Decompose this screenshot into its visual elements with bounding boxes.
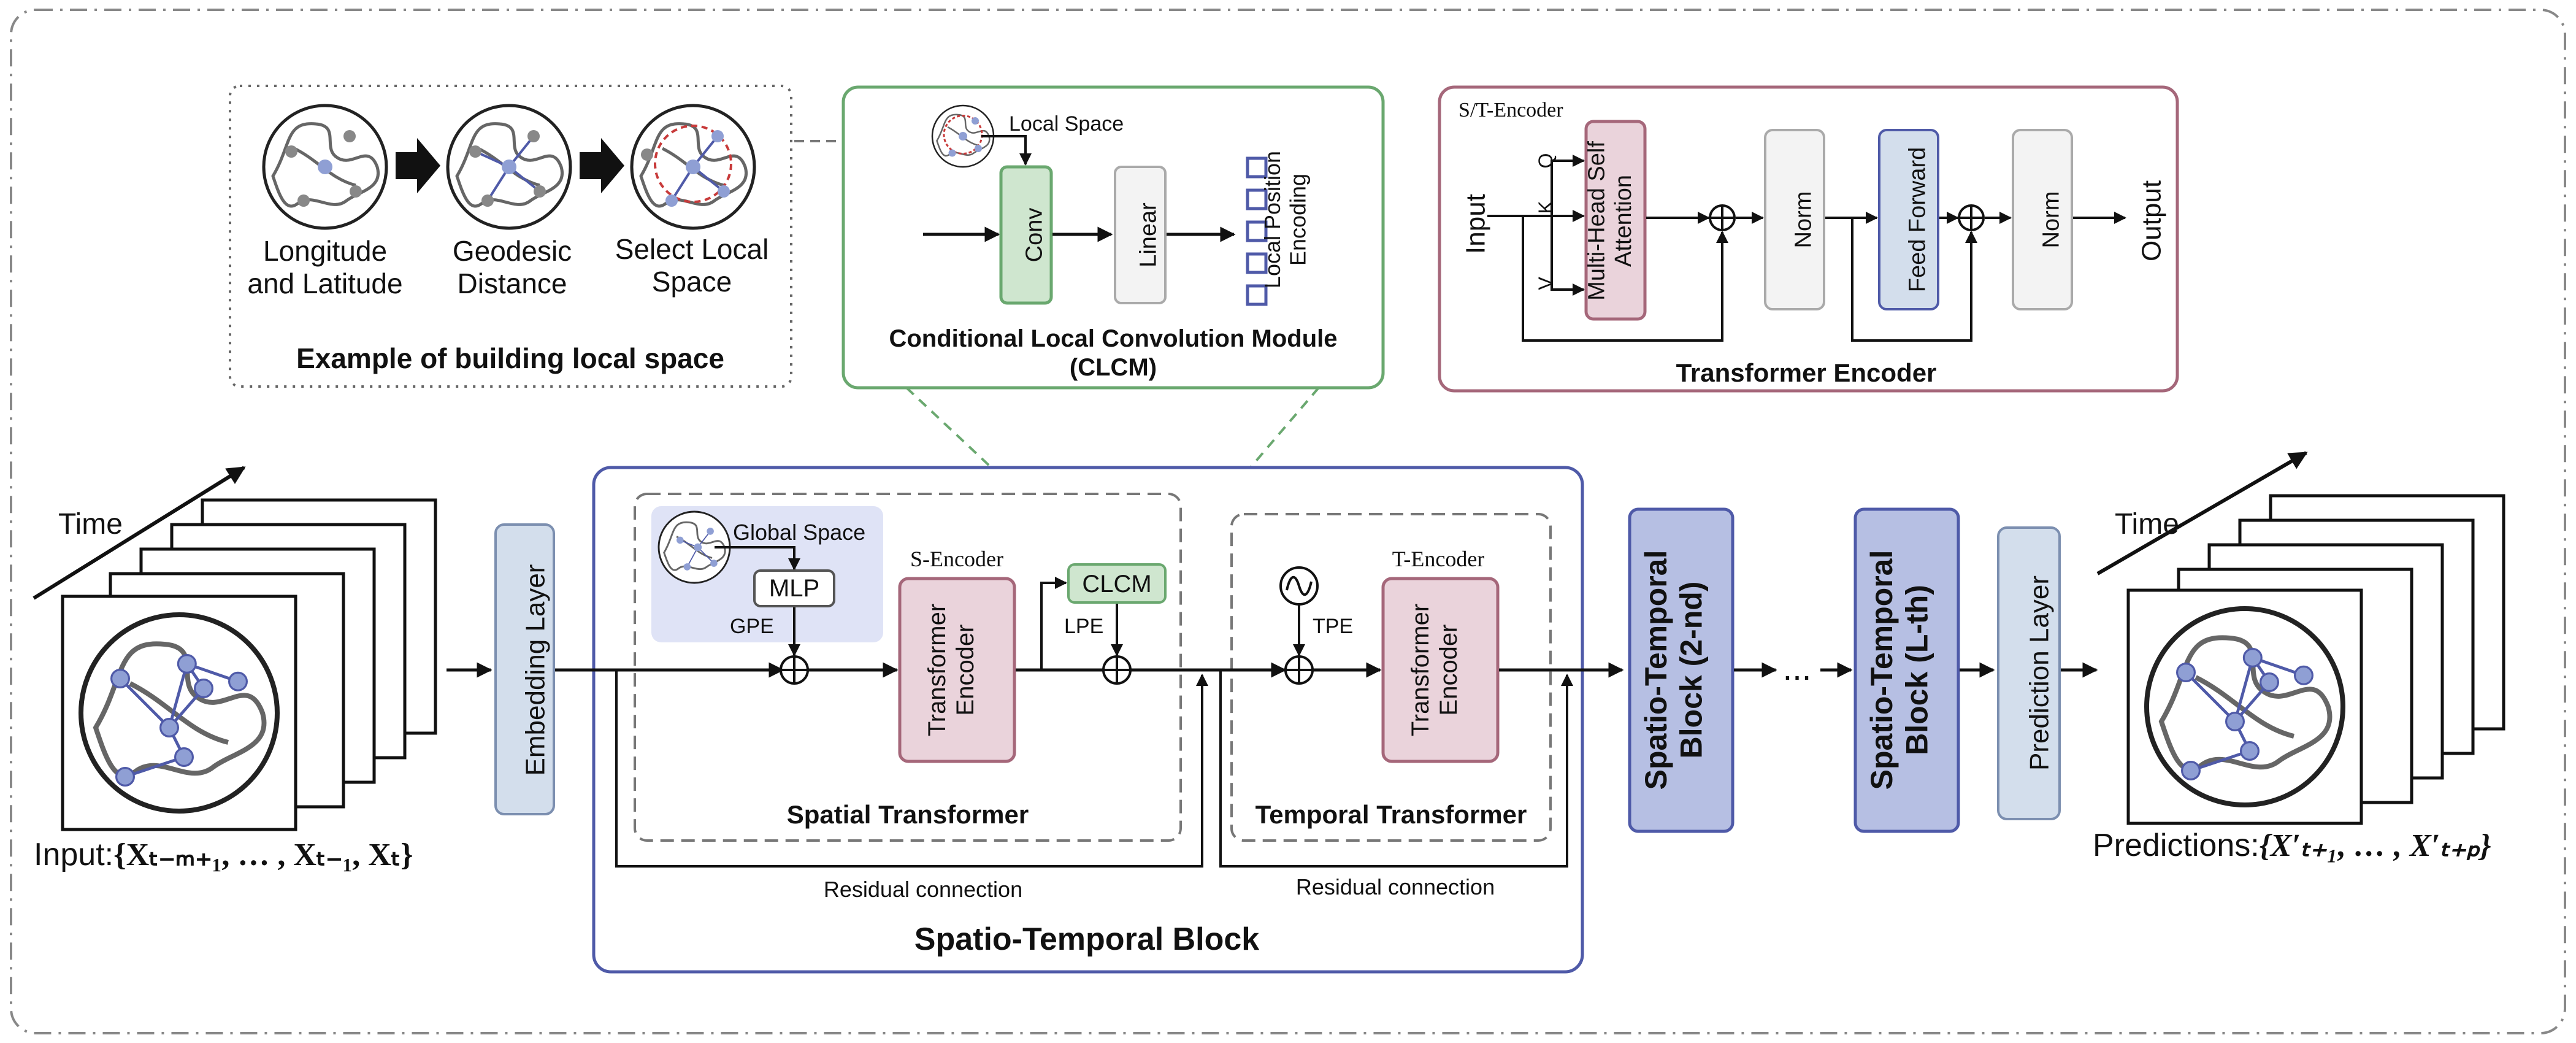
- conv-box: [999, 165, 1053, 305]
- st-block-2nd-label: Spatio-TemporalBlock (2-nd): [1639, 550, 1709, 790]
- t-transformer-encoder-box: [1381, 577, 1500, 763]
- temporal-title: Temporal Transformer: [1255, 800, 1527, 829]
- norm-1-box: [1764, 129, 1825, 310]
- encoder-caption: Transformer Encoder: [1676, 358, 1937, 387]
- step-arrow-icon: [396, 138, 440, 193]
- st-block-2nd-box: [1628, 507, 1735, 833]
- linear-box: [1114, 166, 1167, 304]
- output-time-label: Time: [2115, 508, 2179, 541]
- s-encoder-label: S-Encoder: [910, 547, 1003, 571]
- norm-2-box: [2012, 129, 2073, 310]
- clcm-caption-line1: Conditional Local Convolution Module: [889, 325, 1337, 352]
- spatio-temporal-block: Global Space MLP GPE S-Encoder Transform…: [555, 466, 1624, 974]
- input-caption: Input:{Xₜ₋ₘ₊₁, … , Xₜ₋₁, Xₜ}: [34, 837, 413, 872]
- input-map-graph-icon: [81, 615, 277, 811]
- spatial-title: Spatial Transformer: [787, 800, 1029, 829]
- spatial-residual-label: Residual connection: [824, 877, 1022, 902]
- local-space-down-arrow: [981, 135, 1032, 166]
- input-time-arrow: [33, 466, 246, 600]
- clcm-panel: Local Space Conv Linear Local PositionEn…: [841, 85, 1385, 390]
- encoder-v-label: V: [1535, 277, 1557, 290]
- gpe-label: GPE: [730, 615, 774, 638]
- gpe-add-icon: [780, 655, 809, 685]
- global-space-label: Global Space: [733, 520, 865, 545]
- feed-forward-box: [1878, 129, 1939, 310]
- local-position-encoding-squares: [1246, 156, 1268, 306]
- encoder-v-arrow: [1551, 216, 1585, 296]
- encoder-input-label: Input: [1460, 194, 1490, 254]
- norm-1-label: Norm: [1790, 191, 1816, 248]
- st-block-lth-box: [1853, 507, 1960, 833]
- clcm-local-space-label: Local Space: [1009, 112, 1124, 136]
- outer-frame: [10, 9, 2566, 1034]
- embedding-layer-box: [494, 523, 555, 815]
- spatial-residual-connection: [615, 670, 1208, 868]
- add-norm-1-icon: [1709, 204, 1736, 231]
- lpe-add-icon: [1102, 655, 1132, 685]
- st-block-title: Spatio-Temporal Block: [914, 922, 1260, 957]
- s-transformer-encoder-label: TransformerEncoder: [924, 604, 979, 736]
- local-space-caption: Example of building local space: [296, 342, 724, 374]
- linear-label: Linear: [1135, 202, 1161, 267]
- spatial-transformer-box: [634, 493, 1182, 842]
- predictions-caption: Predictions:{X′ₜ₊₁, … , X′ₜ₊ₚ}: [2093, 828, 2491, 863]
- step-lonlat-map-icon: [264, 106, 386, 228]
- mlp-box: [753, 569, 835, 607]
- mlp-label: MLP: [769, 575, 819, 602]
- clcm-box-label: CLCM: [1082, 571, 1151, 598]
- ellipsis: ...: [1783, 649, 1812, 687]
- prediction-layer-box: [1997, 526, 2061, 820]
- encoder-q-label: Q: [1535, 153, 1557, 169]
- prediction-layer-label: Prediction Layer: [2024, 575, 2054, 771]
- global-space-map-icon: [657, 510, 731, 584]
- local-position-encoding-label: Local PositionEncoding: [1260, 151, 1310, 288]
- input-frames-stack: Time Input:{Xₜ₋ₘ₊₁, … , Xₜ₋₁, Xₜ}: [33, 466, 437, 872]
- temporal-residual-connection: [1219, 670, 1573, 868]
- encoder-residual-1: [1522, 216, 1728, 342]
- norm-2-label: Norm: [2038, 191, 2064, 248]
- local-space-map-icon: [931, 104, 995, 168]
- encoder-output-label: Output: [2136, 180, 2166, 261]
- lpe-label: LPE: [1064, 615, 1103, 638]
- output-map-graph-icon: [2147, 609, 2343, 805]
- global-space-to-mlp-arrow: [715, 546, 800, 571]
- feed-forward-label: Feed Forward: [1904, 147, 1930, 293]
- s-encoder-to-clcm-arrow: [1040, 577, 1067, 670]
- conv-label: Conv: [1021, 208, 1047, 263]
- clcm-box: [1067, 563, 1167, 604]
- temporal-residual-label: Residual connection: [1296, 874, 1495, 899]
- clcm-caption-line2: (CLCM): [1070, 354, 1157, 381]
- encoder-q-arrow: [1551, 155, 1585, 216]
- attention-box: [1584, 120, 1647, 321]
- encoder-k-label: K: [1535, 201, 1557, 214]
- step-select-local-map-icon: [632, 106, 754, 228]
- tpe-label: TPE: [1313, 615, 1353, 638]
- s-transformer-encoder-box: [898, 577, 1016, 763]
- t-encoder-label: T-Encoder: [1392, 547, 1485, 571]
- transformer-encoder-panel: S/T-Encoder Input Q K V Multi-Head SelfA…: [1438, 85, 2179, 393]
- encoder-residual-2: [1851, 218, 1977, 342]
- encoder-tag: S/T-Encoder: [1459, 99, 1563, 121]
- t-transformer-encoder-label: TransformerEncoder: [1407, 604, 1462, 736]
- step-arrow-icon: [580, 138, 624, 193]
- input-time-label: Time: [58, 508, 123, 541]
- embedding-layer-label: Embedding Layer: [520, 564, 550, 776]
- tpe-sine-icon: [1279, 566, 1319, 606]
- st-block-lth-label: Spatio-TemporalBlock (L-th): [1865, 550, 1934, 790]
- add-norm-2-icon: [1958, 204, 1985, 231]
- temporal-transformer-box: [1230, 513, 1552, 842]
- output-time-arrow: [2096, 451, 2308, 575]
- attention-label: Multi-Head SelfAttention: [1584, 141, 1636, 301]
- tpe-add-icon: [1284, 655, 1314, 685]
- step-geodesic-map-icon: [448, 106, 570, 228]
- output-frames-stack: Time Predictions:{X′ₜ₊₁, … , X′ₜ₊ₚ}: [2093, 451, 2505, 863]
